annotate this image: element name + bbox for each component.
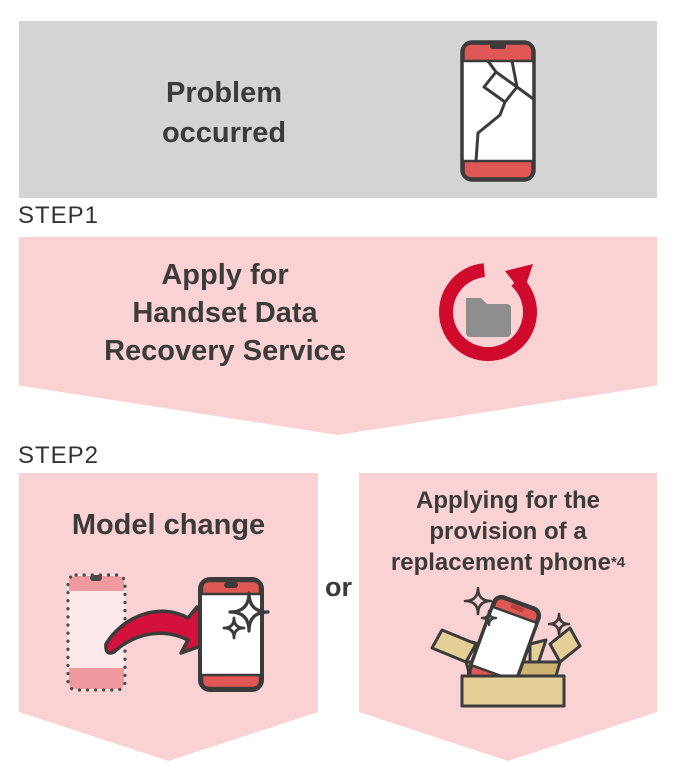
- change-arrow-icon: [104, 605, 220, 655]
- model-change-panel: Model change: [19, 473, 318, 761]
- replacement-phone-box-icon: [426, 584, 586, 717]
- step1-title-line3: Recovery Service: [104, 335, 346, 367]
- problem-panel: Problem occurred: [19, 21, 657, 198]
- data-recovery-icon: [433, 257, 543, 372]
- step2-label: STEP2: [18, 442, 100, 469]
- problem-title-line1: Problem: [165, 76, 283, 109]
- replacement-title-line1: Applying for the: [416, 487, 600, 514]
- old-phone-icon: [66, 573, 127, 692]
- step1-title-line1: Apply for: [161, 259, 289, 291]
- replacement-panel: Applying for the provision of a replacem…: [359, 473, 657, 761]
- new-phone-icon: [198, 577, 264, 692]
- sparkle-icon: [463, 586, 493, 616]
- model-change-title: Model change: [71, 509, 266, 541]
- replacement-title: Applying for the provision of a replacem…: [359, 485, 657, 578]
- replacement-title-line2: provision of a: [429, 518, 587, 545]
- sparkle-icon: [547, 612, 571, 636]
- or-divider: or: [325, 572, 352, 602]
- step1-label: STEP1: [18, 202, 100, 229]
- problem-title: Problem occurred: [39, 21, 409, 198]
- cracked-phone-icon: [460, 40, 536, 187]
- step1-panel: Apply for Handset Data Recovery Service: [19, 237, 657, 435]
- problem-title-line2: occurred: [161, 116, 287, 149]
- footnote-marker: *4: [610, 554, 626, 571]
- sparkle-icon: [480, 609, 498, 627]
- model-change-illustration: [58, 570, 273, 697]
- step1-title-line2: Handset Data: [132, 297, 318, 329]
- sparkle-icon: [222, 616, 246, 640]
- replacement-title-line3: replacement phone*4: [390, 549, 626, 576]
- step1-title: Apply for Handset Data Recovery Service: [19, 256, 431, 370]
- sparkle-icon: [228, 591, 270, 633]
